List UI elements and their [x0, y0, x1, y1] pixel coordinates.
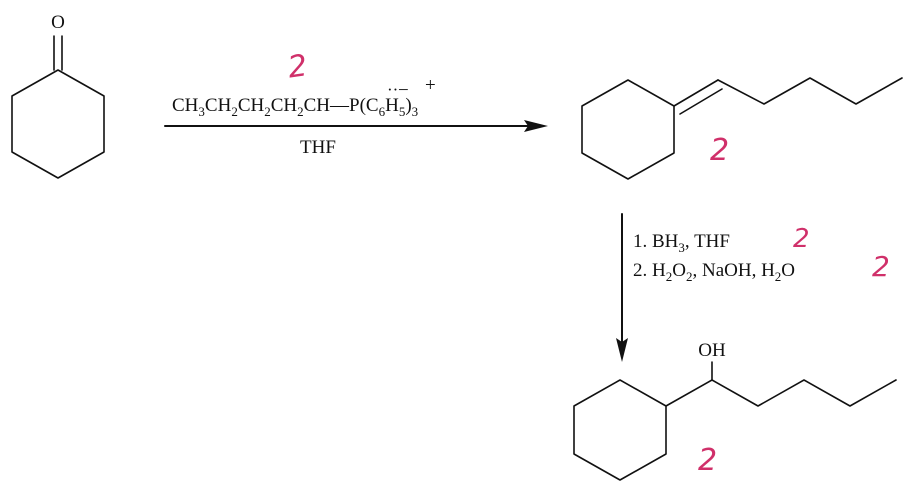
hydroboration-step-2-segment: O	[672, 260, 686, 281]
wittig-reagent-segment: 2	[264, 104, 271, 119]
hydroboration-step-2-segment: , NaOH, H	[692, 260, 775, 281]
alcohol-side-chain	[711, 379, 897, 407]
wittig-reagent-segment: 2	[231, 104, 238, 119]
exocyclic-double-bond-2	[679, 88, 723, 115]
alkene-ring	[581, 79, 675, 180]
hydroboration-step-2: 2. H2O2, NaOH, H2O	[633, 260, 795, 284]
grade-mark-reagent: 2	[286, 48, 310, 85]
grade-mark-alkene: 2	[710, 133, 729, 168]
hydroboration-step-2-segment: O	[781, 260, 795, 281]
alcohol-product: OH	[573, 340, 897, 481]
hydroboration-step-2-segment: 2	[666, 269, 673, 284]
wittig-reagent-segment: 3	[412, 104, 419, 119]
wittig-reagent-segment: 5	[399, 104, 406, 119]
hydroboration-step-2-segment: 2	[686, 269, 693, 284]
wittig-reagent-segment: CH	[238, 95, 265, 116]
ylide-charge-minus: −	[398, 80, 409, 101]
exocyclic-double-bond-1	[673, 79, 719, 107]
alkene-product	[581, 77, 903, 180]
alkene-side-chain	[717, 77, 903, 105]
wittig-reagent-segment: )	[405, 95, 411, 116]
wittig-step: CH3CH2CH2CH2CH—P(C6H5)3 − ·· + THF	[164, 75, 548, 158]
wittig-reagent: CH3CH2CH2CH2CH—P(C6H5)3	[172, 95, 418, 119]
wittig-reagent-segment: 3	[198, 104, 205, 119]
grade-mark-step2: 2	[872, 250, 890, 283]
hydroboration-step-1: 1. BH3, THF	[633, 231, 730, 255]
grade-mark-alcohol: 2	[698, 443, 717, 478]
wittig-solvent: THF	[300, 137, 336, 158]
grade-mark-step1: 2	[793, 224, 810, 254]
hydroboration-step-1-segment: 3	[678, 240, 685, 255]
wittig-reagent-segment: CH	[172, 95, 199, 116]
phosphonium-charge-plus: +	[425, 75, 436, 96]
hydroboration-step: 1. BH3, THF 2. H2O2, NaOH, H2O	[616, 213, 795, 362]
ketone-oxygen-label: O	[51, 12, 65, 33]
grade-marks: 2 2 2 2 2	[286, 48, 890, 478]
wittig-reagent-segment: CH	[205, 95, 232, 116]
hydroboration-arrow-head	[616, 338, 628, 362]
wittig-reagent-segment: 6	[379, 104, 386, 119]
hydroxyl-label: OH	[698, 340, 726, 361]
wittig-reagent-segment: 2	[297, 104, 304, 119]
wittig-reagent-segment: CH	[271, 95, 298, 116]
wittig-arrow-head	[524, 120, 548, 132]
ylide-lone-pair: ··	[387, 80, 398, 99]
ring-to-carbinol-bond	[665, 379, 713, 407]
wittig-reagent-segment: CH—P(C	[304, 95, 379, 116]
wittig-reagent-segment: H	[385, 95, 399, 116]
alcohol-ring	[573, 379, 667, 481]
cyclohexanone-ring	[11, 69, 105, 179]
hydroboration-step-2-segment: 2	[775, 269, 782, 284]
hydroboration-step-1-segment: , THF	[685, 231, 730, 252]
hydroboration-step-1-segment: 1. BH	[633, 231, 679, 252]
hydroboration-step-2-segment: 2. H	[633, 260, 666, 281]
cyclohexanone: O	[11, 12, 105, 179]
